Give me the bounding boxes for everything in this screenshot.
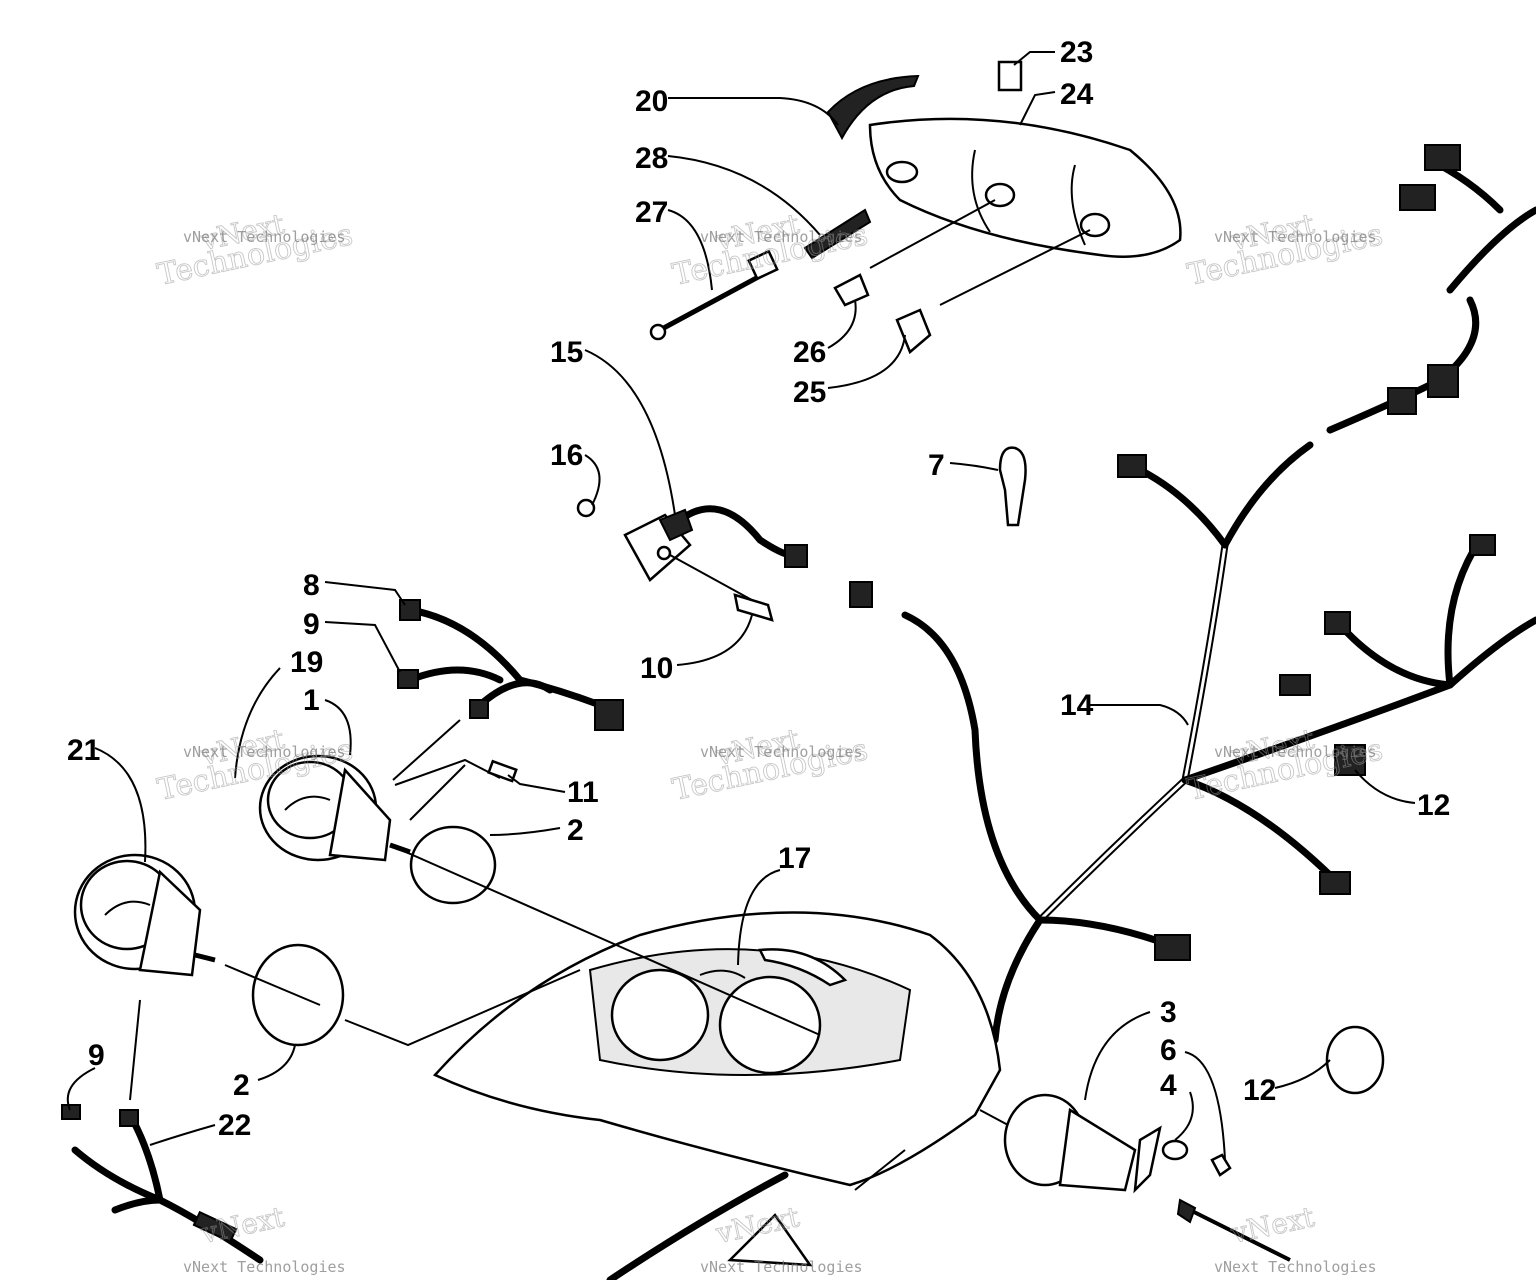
callout-10: 10	[640, 652, 673, 685]
callout-8: 8	[303, 569, 320, 602]
callout-14: 14	[1060, 689, 1094, 722]
callout-1: 1	[303, 684, 320, 717]
wiring-harness	[676, 144, 1536, 1044]
callout-22: 22	[218, 1109, 251, 1142]
callout-7: 7	[928, 449, 945, 482]
callout-24: 24	[1060, 78, 1094, 111]
callout-6: 6	[1160, 1034, 1177, 1067]
warning-decal	[727, 1213, 813, 1267]
nut	[576, 498, 596, 518]
callout-9-lower: 9	[88, 1039, 105, 1072]
watermark-text: vNext Technologies	[700, 1258, 863, 1276]
adjuster-spring	[803, 208, 872, 260]
watermark-text: vNext Technologies	[700, 743, 863, 761]
watermark-text: vNext Technologies	[1214, 1258, 1377, 1276]
gauge-harness-upper	[397, 599, 624, 783]
watermark-text: vNext Technologies	[1214, 743, 1377, 761]
callout-9-upper: 9	[303, 608, 320, 641]
headlight-assembly	[649, 60, 1182, 355]
watermark-text: vNext Technologies	[183, 743, 346, 761]
watermark-text: vNext Technologies	[183, 1258, 346, 1276]
callout-16: 16	[550, 439, 583, 472]
bezel-ring-upper	[409, 825, 497, 905]
callout-21: 21	[67, 734, 100, 767]
callout-12-upper: 12	[1417, 789, 1450, 822]
callout-4: 4	[1160, 1069, 1177, 1102]
nut	[1210, 1153, 1232, 1177]
regulator-assembly	[576, 498, 774, 622]
callout-2-upper: 2	[567, 814, 584, 847]
callout-19: 19	[290, 646, 323, 679]
svg-text:vNext: vNext	[197, 1200, 288, 1250]
svg-text:vNext: vNext	[1227, 1200, 1318, 1250]
callout-26: 26	[793, 336, 826, 369]
gauge-housing	[432, 911, 1002, 1191]
callout-25: 25	[793, 376, 826, 409]
watermark-text: vNext Technologies	[183, 228, 346, 246]
seal-strip	[826, 74, 920, 141]
leader-lines	[66, 51, 1416, 1161]
bulb-socket	[833, 273, 870, 307]
bulb-socket-large	[895, 308, 932, 355]
callout-20: 20	[635, 85, 668, 118]
callout-3: 3	[1160, 996, 1177, 1029]
clip	[997, 60, 1023, 92]
speedometer	[73, 853, 216, 977]
callout-27: 27	[635, 196, 668, 229]
watermark: vNext	[1227, 1200, 1319, 1251]
callout-15: 15	[550, 336, 583, 369]
hose-clamp	[1325, 1025, 1385, 1095]
watermark: vNext	[197, 1200, 289, 1251]
gauge-harness-lower	[61, 1104, 264, 1264]
callout-28: 28	[635, 142, 668, 175]
callout-23: 23	[1060, 36, 1093, 69]
cable-clip	[998, 446, 1027, 527]
washer	[1161, 1139, 1189, 1161]
callout-12-lower: 12	[1243, 1074, 1276, 1107]
callout-17: 17	[778, 842, 811, 875]
bolt	[733, 593, 774, 622]
callout-2-lower: 2	[233, 1069, 250, 1102]
tachometer	[258, 754, 411, 862]
callout-11: 11	[567, 776, 599, 809]
callout-labels: 23 24 20 28 27 26 25 15 16 7 10 8 9 19 1…	[67, 36, 1450, 1142]
watermark-text: vNext Technologies	[1214, 228, 1377, 246]
speedometer-cable-adapter	[979, 1093, 1291, 1262]
watermark-text: vNext Technologies	[700, 228, 863, 246]
